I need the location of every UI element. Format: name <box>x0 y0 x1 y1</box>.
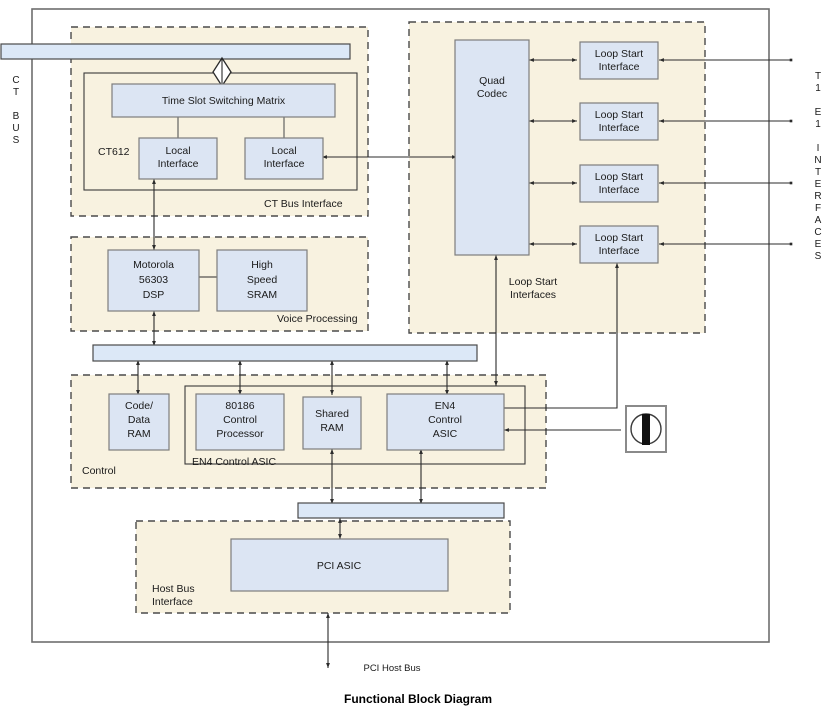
block-quad-codec[interactable]: Quad Codec <box>454 39 530 256</box>
block-shared-ram[interactable]: Shared RAM <box>302 396 362 450</box>
label-en4-control-asic-group: EN4 Control ASIC <box>192 456 276 468</box>
block-label-line2: RAM <box>320 422 343 434</box>
group-label-ct-bus-interface: CT Bus Interface <box>264 198 343 210</box>
group-label-loop-start-interfaces-line2: Interfaces <box>510 289 556 301</box>
block-en4-control-asic[interactable]: EN4 Control ASIC <box>386 393 505 451</box>
svg-text:C: C <box>12 75 19 86</box>
svg-text:1: 1 <box>815 119 821 130</box>
block-time-slot-switching-matrix[interactable]: Time Slot Switching Matrix <box>111 83 336 118</box>
block-local-interface-2[interactable]: Local Interface <box>244 137 324 180</box>
block-label-line3: ASIC <box>433 428 458 440</box>
svg-text:N: N <box>814 155 821 166</box>
ct-bus-bar <box>0 43 351 60</box>
svg-text:S: S <box>13 135 20 146</box>
block-label-line2: Control <box>223 414 257 426</box>
block-label-line2: 56303 <box>139 274 168 286</box>
block-label-line2: Codec <box>477 88 507 100</box>
middle-bus-bar <box>92 344 478 362</box>
block-label-line2: Interface <box>599 61 640 73</box>
wire-loopstart4-to-en4 <box>504 263 619 409</box>
block-label-line3: SRAM <box>247 289 277 301</box>
block-label-line2: Interface <box>599 184 640 196</box>
block-label-line3: RAM <box>127 428 150 440</box>
block-pci-asic[interactable]: PCI ASIC <box>230 538 449 592</box>
group-label-host-bus-interface-line2: Interface <box>152 596 193 608</box>
block-label-line2: Speed <box>247 274 278 286</box>
block-label-line2: Interface <box>264 158 305 170</box>
group-label-loop-start-interfaces-line1: Loop Start <box>509 276 558 288</box>
block-label-line3: Processor <box>216 428 264 440</box>
svg-text:E: E <box>815 107 822 118</box>
block-label-line2: Interface <box>158 158 199 170</box>
en4-control-asic-box <box>184 385 526 465</box>
diagram-caption: Functional Block Diagram <box>344 692 492 706</box>
block-label-line1: Quad <box>479 75 505 87</box>
block-label: Time Slot Switching Matrix <box>162 95 286 107</box>
svg-text:A: A <box>815 215 822 226</box>
block-label-line1: Loop Start <box>595 232 644 244</box>
lower-bus-bar <box>297 502 505 519</box>
block-label-line2: Interface <box>599 245 640 257</box>
svg-text:E: E <box>815 239 822 250</box>
block-label-line1: 80186 <box>225 400 254 412</box>
block-label-line1: Code/ <box>125 400 153 412</box>
block-loop-start-interface-4[interactable]: Loop Start Interface <box>579 225 659 264</box>
block-loop-start-interface-3[interactable]: Loop Start Interface <box>579 164 659 203</box>
edge-label-pci-host-bus: PCI Host Bus <box>363 663 420 674</box>
block-control-processor-80186[interactable]: 80186 Control Processor <box>195 393 285 451</box>
block-label-line1: Loop Start <box>595 109 644 121</box>
block-label-line1: High <box>251 259 273 271</box>
block-label-line1: Motorola <box>133 259 174 271</box>
svg-text:F: F <box>815 203 821 214</box>
block-label-line1: EN4 <box>435 400 456 412</box>
svg-text:R: R <box>814 191 821 202</box>
svg-text:S: S <box>815 251 822 262</box>
block-code-data-ram[interactable]: Code/ Data RAM <box>108 393 170 451</box>
t1-e1-interfaces-label: T 1 E 1 I N T E R F A C E S <box>814 71 821 262</box>
block-loop-start-interface-1[interactable]: Loop Start Interface <box>579 41 659 80</box>
block-label: PCI ASIC <box>317 560 362 572</box>
block-label-line1: Local <box>165 145 190 157</box>
group-label-voice-processing: Voice Processing <box>277 313 358 325</box>
svg-text:I: I <box>817 143 820 154</box>
connector-jack-icon <box>625 405 667 453</box>
svg-text:1: 1 <box>815 83 821 94</box>
block-label-line1: Shared <box>315 408 349 420</box>
block-label-line2: Interface <box>599 122 640 134</box>
svg-text:U: U <box>12 123 19 134</box>
block-label-line1: Loop Start <box>595 48 644 60</box>
block-high-speed-sram[interactable]: High Speed SRAM <box>216 249 308 312</box>
block-label-line2: Data <box>128 414 150 426</box>
svg-text:T: T <box>815 167 821 178</box>
svg-text:T: T <box>815 71 821 82</box>
block-local-interface-1[interactable]: Local Interface <box>138 137 218 180</box>
block-loop-start-interface-2[interactable]: Loop Start Interface <box>579 102 659 141</box>
block-motorola-dsp[interactable]: Motorola 56303 DSP <box>107 249 200 312</box>
group-label-control: Control <box>82 465 116 477</box>
block-label-line1: Local <box>271 145 296 157</box>
ct612-label: CT612 <box>98 146 130 158</box>
svg-text:C: C <box>814 227 821 238</box>
svg-text:T: T <box>13 87 19 98</box>
block-label-line3: DSP <box>143 289 165 301</box>
outer-frame <box>31 8 770 643</box>
block-label-line1: Loop Start <box>595 171 644 183</box>
svg-text:E: E <box>815 179 822 190</box>
block-label-line2: Control <box>428 414 462 426</box>
ct-bus-label: C T B U S <box>12 75 19 146</box>
svg-text:B: B <box>13 111 20 122</box>
group-label-host-bus-interface-line1: Host Bus <box>152 583 195 595</box>
